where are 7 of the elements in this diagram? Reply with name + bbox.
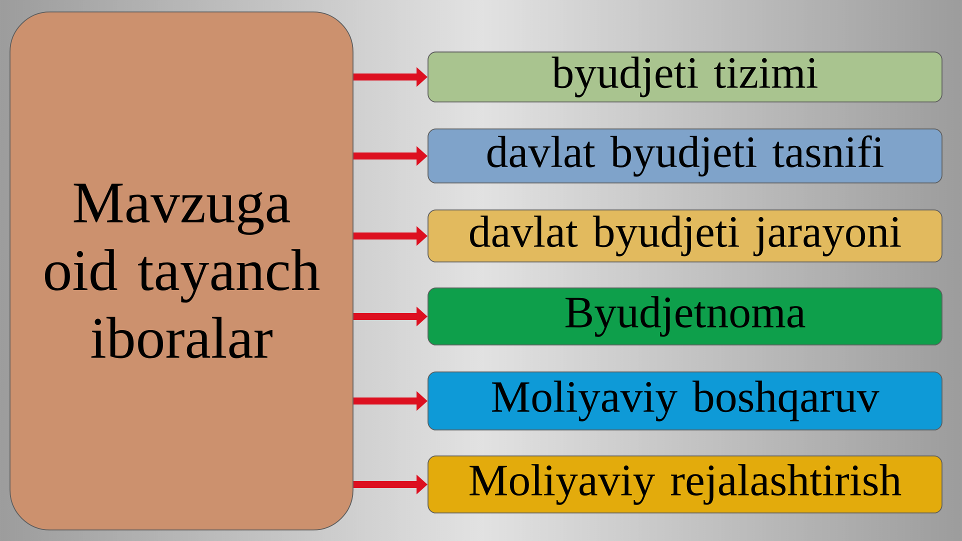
term-box: Byudjetnoma [428, 288, 942, 346]
topic-box: Mavzuga oid tayanch iboralar [10, 12, 354, 530]
term-box: davlat byudjeti jarayoni [428, 210, 942, 262]
term-box: davlat byudjeti tasnifi [428, 128, 942, 184]
term-box: Moliyaviy boshqaruv [428, 372, 942, 430]
term-box: Moliyaviy rejalashtirish [428, 456, 942, 514]
term-box: byudjeti tizimi [428, 52, 942, 102]
